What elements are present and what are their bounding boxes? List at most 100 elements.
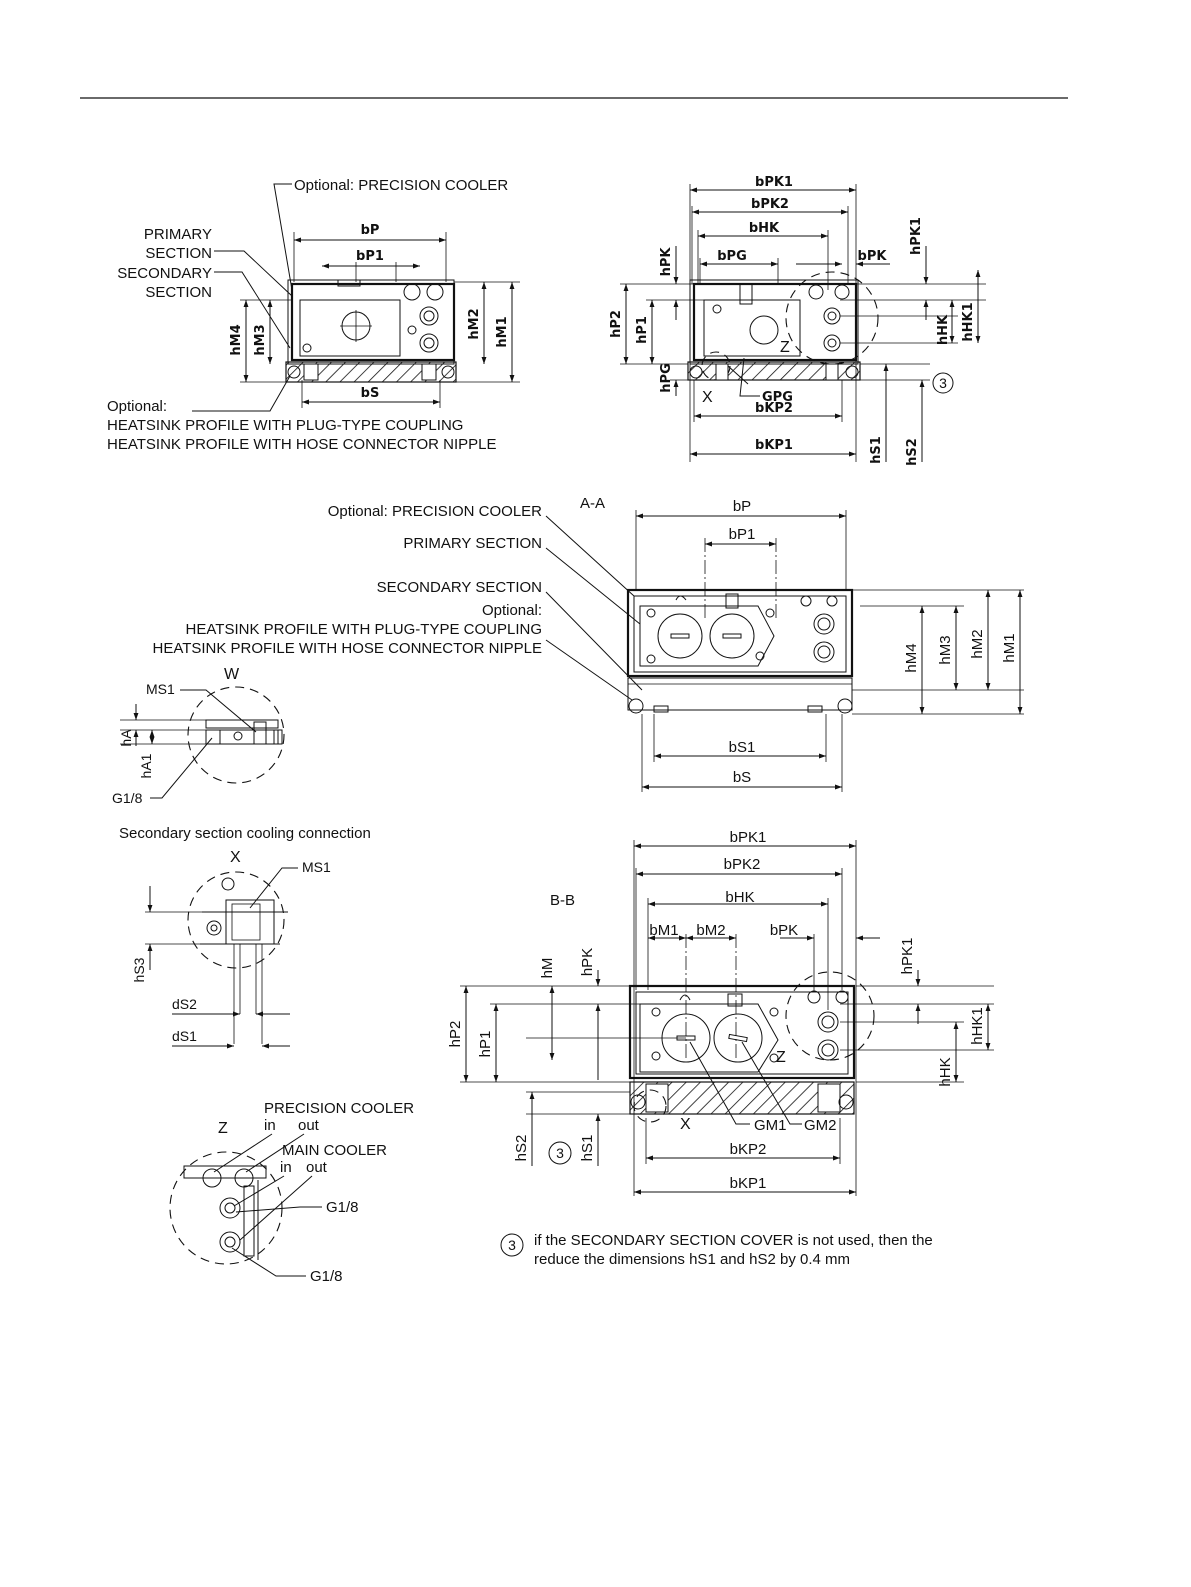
bb-dim-hHK: hHK <box>937 1057 954 1086</box>
bb-dim-hPK1: hPK1 <box>899 938 916 975</box>
aa-heatsink-plug-label: HEATSINK PROFILE WITH PLUG-TYPE COUPLING <box>186 621 542 638</box>
aa-dim-bS1: bS1 <box>729 739 756 756</box>
dim-bP1: bP1 <box>356 249 384 264</box>
detail-z-title: Z <box>218 1120 228 1137</box>
detail-x-title: X <box>230 849 241 866</box>
aa-optional-precision-cooler-label: Optional: PRECISION COOLER <box>328 503 542 520</box>
dim-bHK-top: bHK <box>749 221 780 236</box>
dim-bKP2-top: bKP2 <box>755 401 793 416</box>
dim-hS2-top: hS2 <box>905 438 920 466</box>
bb-dim-bKP2: bKP2 <box>730 1141 767 1158</box>
detail-x-view: Secondary section cooling connection X M… <box>119 825 371 1049</box>
aa-dim-bS: bS <box>733 769 751 786</box>
dim-bKP1-top: bKP1 <box>755 438 793 453</box>
bb-dim-bKP1: bKP1 <box>730 1175 767 1192</box>
bb-label-GM1: GM1 <box>754 1117 787 1134</box>
aa-dim-hM3: hM3 <box>937 635 954 664</box>
optional-label: Optional: <box>107 398 167 415</box>
optional-precision-cooler-label: Optional: PRECISION COOLER <box>294 177 508 194</box>
label-GPG: GPG <box>762 390 793 405</box>
detail-z-mc-out: out <box>306 1159 328 1176</box>
dim-bP: bP <box>361 223 380 238</box>
aa-optional-label: Optional: <box>482 602 542 619</box>
section-aa-view: Optional: PRECISION COOLER PRIMARY SECTI… <box>152 495 1024 792</box>
aa-dim-bP1: bP1 <box>729 526 756 543</box>
primary-section-label-line2: SECTION <box>145 245 212 262</box>
bb-note-ref: 3 <box>556 1145 564 1161</box>
detail-z-pc-in: in <box>264 1117 276 1134</box>
dim-hM2: hM2 <box>467 308 482 339</box>
bb-dim-hPK: hPK <box>579 948 596 976</box>
bb-dim-hS2: hS2 <box>513 1135 530 1162</box>
heatsink-hose-label: HEATSINK PROFILE WITH HOSE CONNECTOR NIP… <box>107 436 497 453</box>
dim-hHK1-top: hHK1 <box>961 302 976 341</box>
aa-dim-hM2: hM2 <box>969 629 986 658</box>
detail-w-g18: G1/8 <box>112 790 143 806</box>
detail-x-caption: Secondary section cooling connection <box>119 825 371 842</box>
footnote-line1: if the SECONDARY SECTION COVER is not us… <box>534 1232 933 1249</box>
bb-dim-bPK: bPK <box>770 922 798 939</box>
bb-dim-hP2: hP2 <box>447 1021 464 1048</box>
detail-z-view: Z PRECISION COOLER in out MAIN COOLER in… <box>169 1100 414 1285</box>
bb-label-X: X <box>680 1116 691 1133</box>
detail-z-g18-b: G1/8 <box>310 1268 343 1285</box>
top-left-view: Optional: PRECISION COOLER PRIMARY SECTI… <box>107 177 520 453</box>
detail-w-title: W <box>224 666 240 683</box>
dim-bPK1-top: bPK1 <box>755 175 793 190</box>
dim-hM3: hM3 <box>253 324 268 355</box>
dim-bPG-top: bPG <box>717 249 747 264</box>
footnote: 3 if the SECONDARY SECTION COVER is not … <box>500 1232 933 1268</box>
footnote-number: 3 <box>508 1237 516 1253</box>
detail-x-ms1: MS1 <box>302 859 331 875</box>
bb-title: B-B <box>550 892 575 909</box>
aa-dim-hM1: hM1 <box>1001 633 1018 662</box>
bb-dim-hHK1: hHK1 <box>969 1007 986 1045</box>
aa-primary-section-label: PRIMARY SECTION <box>403 535 542 552</box>
section-bb-view: B-B Z X GM1 GM2 bPK <box>447 829 994 1196</box>
bb-label-GM2: GM2 <box>804 1117 837 1134</box>
label-X-top: X <box>702 389 713 406</box>
detail-z-g18-a: G1/8 <box>326 1199 359 1216</box>
bb-dim-bHK: bHK <box>725 889 754 906</box>
footnote-line2: reduce the dimensions hS1 and hS2 by 0.4… <box>534 1251 850 1268</box>
dim-hPG-top: hPG <box>659 363 674 392</box>
secondary-section-label-line1: SECONDARY <box>117 265 212 282</box>
bb-dim-hS1: hS1 <box>579 1135 596 1162</box>
dim-hS1-top: hS1 <box>869 436 884 464</box>
primary-section-label-line1: PRIMARY <box>144 226 212 243</box>
bb-dim-bM1: bM1 <box>649 922 678 939</box>
bb-label-Z: Z <box>776 1049 786 1066</box>
detail-z-mc-in: in <box>280 1159 292 1176</box>
aa-title: A-A <box>580 495 605 512</box>
dim-hP2-top: hP2 <box>609 310 624 338</box>
dim-hHK-top: hHK <box>936 314 951 345</box>
dim-hM1: hM1 <box>495 316 510 347</box>
detail-z-pc-out: out <box>298 1117 320 1134</box>
detail-w-hA1: hA1 <box>138 753 154 778</box>
detail-x-dS2: dS2 <box>172 996 197 1012</box>
bb-dim-bPK2: bPK2 <box>724 856 761 873</box>
aa-heatsink-hose-label: HEATSINK PROFILE WITH HOSE CONNECTOR NIP… <box>152 640 542 657</box>
heatsink-plug-label: HEATSINK PROFILE WITH PLUG-TYPE COUPLING <box>107 417 463 434</box>
detail-w-ms1: MS1 <box>146 681 175 697</box>
dim-bPK2-top: bPK2 <box>751 197 789 212</box>
detail-w-hA: hA <box>118 729 134 747</box>
dim-hPK1-top: hPK1 <box>909 217 924 255</box>
aa-secondary-section-label: SECONDARY SECTION <box>377 579 542 596</box>
top-right-view: Z X GPG bPK1 bPK2 bHK bPG bPK bKP2 bKP1 … <box>609 175 986 466</box>
aa-dim-hM4: hM4 <box>903 643 920 672</box>
note-ref-top: 3 <box>939 375 947 391</box>
detail-z-main-cooler: MAIN COOLER <box>282 1142 387 1159</box>
bb-dim-hP1: hP1 <box>477 1031 494 1058</box>
label-Z-top: Z <box>780 339 790 356</box>
bb-dim-bM2: bM2 <box>696 922 725 939</box>
secondary-section-label-line2: SECTION <box>145 284 212 301</box>
detail-w-view: W MS1 G1/8 hA hA1 <box>112 666 285 806</box>
aa-dim-bP: bP <box>733 498 751 515</box>
detail-x-dS1: dS1 <box>172 1028 197 1044</box>
dim-bPK-top: bPK <box>858 249 888 264</box>
dim-bS: bS <box>361 386 380 401</box>
detail-x-hS3: hS3 <box>131 957 147 982</box>
detail-z-precision-cooler: PRECISION COOLER <box>264 1100 414 1117</box>
